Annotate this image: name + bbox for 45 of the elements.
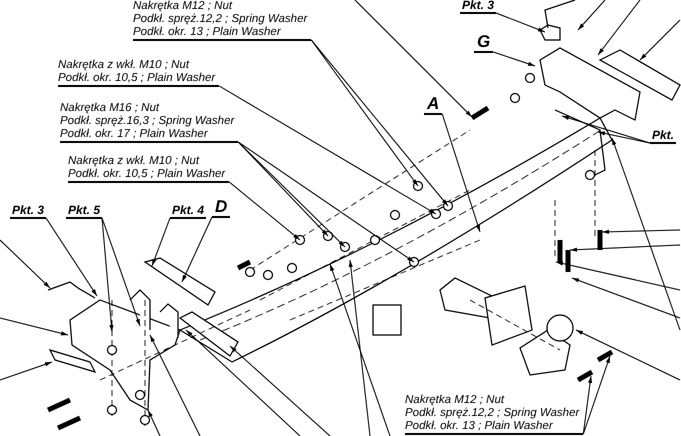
- callout-label: Pkt. 5: [66, 203, 102, 219]
- leader-line: [152, 218, 170, 266]
- leader-line: [102, 218, 140, 326]
- callout-underline: [68, 155, 230, 183]
- part-name: Podkł. spręż.12,2 ; Spring Washer: [405, 407, 580, 420]
- callout-underline: [405, 394, 584, 435]
- leader-line: [238, 142, 328, 236]
- part-name: Podkł. okr. 10,5 ; Plain Washer: [68, 168, 226, 181]
- leader-line: [46, 218, 98, 296]
- leader-line: [228, 182, 300, 240]
- leader-line: [102, 218, 114, 332]
- callout-letter: G: [474, 33, 494, 53]
- callout-letter: D: [212, 198, 230, 218]
- callout-label: Pkt. 4: [170, 203, 206, 219]
- leader-line: [562, 116, 650, 144]
- callout-underline: [133, 0, 312, 41]
- leader-line: [238, 142, 414, 262]
- leader-line: [310, 40, 448, 206]
- callout-label: Pkt.: [650, 128, 676, 144]
- part-name: Nakrętka M16 ; Nut: [60, 102, 160, 115]
- part-name: Podkł. okr. 17 ; Plain Washer: [60, 128, 209, 141]
- leader-line: [218, 86, 436, 214]
- part-name: Podkł. okr. 10,5 ; Plain Washer: [58, 72, 216, 85]
- callout-underline: [58, 59, 220, 87]
- leader-line: [492, 52, 536, 66]
- leader-line: [238, 142, 346, 248]
- leader-line: [582, 376, 592, 434]
- leader-line: [598, 131, 650, 144]
- leader-line: [496, 12, 546, 32]
- callout-label: Pkt. 3: [460, 0, 496, 14]
- part-name: Nakrętka M12 ; Nut: [405, 394, 506, 407]
- part-name: Nakrętka M12 ; Nut: [133, 0, 234, 13]
- callout-label: Pkt. 3: [10, 203, 46, 219]
- leader-line: [582, 356, 610, 434]
- part-name: Podkł. okr. 13 ; Plain Washer: [133, 26, 282, 39]
- callout-letter: A: [424, 95, 442, 115]
- part-name: Nakrętka z wkł. M10 ; Nut: [58, 59, 190, 72]
- leader-line: [182, 216, 212, 282]
- part-name: Podkł. okr. 13 ; Plain Washer: [405, 420, 554, 433]
- part-name: Podkł. spręż.16,3 ; Spring Washer: [60, 115, 234, 128]
- leader-line: [442, 114, 480, 232]
- part-name: Podkł. spręż.12,2 ; Spring Washer: [133, 13, 308, 26]
- part-name: Nakrętka z wkł. M10 ; Nut: [68, 155, 200, 168]
- callout-underline: [60, 102, 238, 143]
- leader-line: [310, 40, 418, 186]
